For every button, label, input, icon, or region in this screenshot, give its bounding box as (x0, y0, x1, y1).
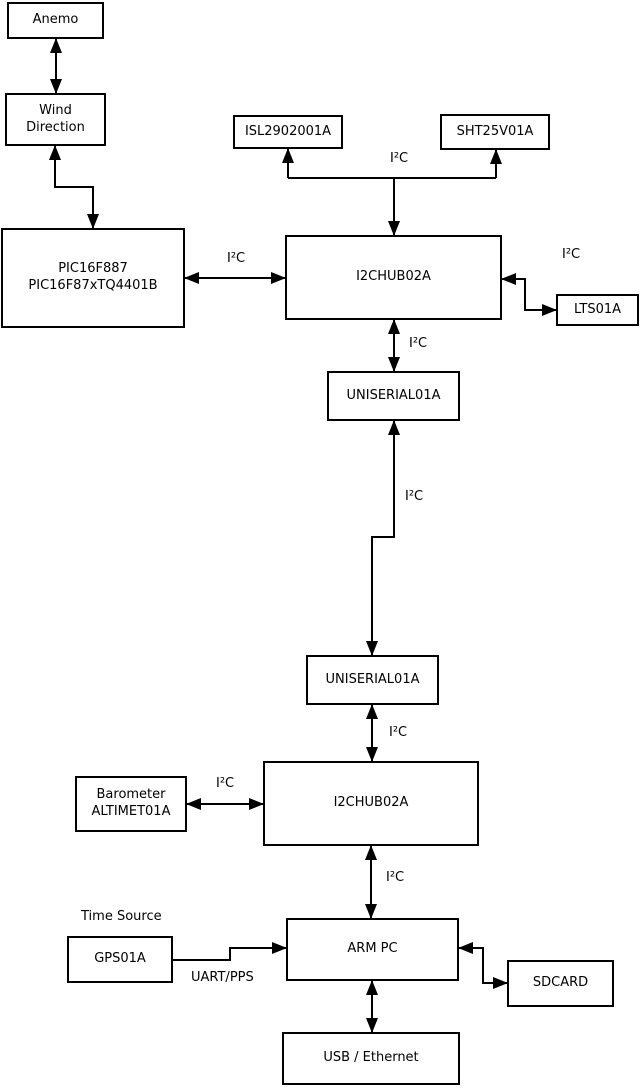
node-sdcard-label: SDCARD (532, 975, 589, 991)
edge-wind-pic (49, 145, 99, 229)
node-uniserial01a-lower-label: UNISERIAL01A (325, 671, 420, 687)
edge-hub1-lts (501, 273, 557, 316)
edge-label-i2c-pic-hub1: I²C (227, 251, 246, 266)
label-time-source: Time Source (81, 909, 162, 924)
edge-label-i2c-hub2-armpc: I²C (386, 870, 405, 885)
node-uniserial01a-upper: UNISERIAL01A (327, 371, 460, 421)
node-sdcard: SDCARD (507, 960, 614, 1007)
node-arm-pc: ARM PC (286, 918, 459, 981)
node-i2chub02a-lower: I2CHUB02A (263, 761, 479, 846)
node-i2chub02a-upper-label: I2CHUB02A (356, 269, 431, 285)
edge-label-i2c-hub1-uniserial1: I²C (409, 336, 428, 351)
edge-label-i2c-uniserial2-hub2: I²C (389, 725, 408, 740)
edge-label-i2c-hub1-lts: I²C (562, 247, 581, 262)
node-usb-ethernet-label: USB / Ethernet (323, 1050, 419, 1066)
edge-armpc-sdcard (458, 942, 508, 989)
node-isl2902001a-label: ISL2902001A (244, 123, 332, 139)
edge-label-i2c-uniserial-link: I²C (405, 489, 424, 504)
node-wind-direction: Wind Direction (5, 93, 106, 146)
node-arm-pc-label: ARM PC (347, 941, 398, 957)
node-uniserial01a-lower: UNISERIAL01A (306, 655, 439, 705)
node-anemo-label: Anemo (32, 12, 79, 28)
edge-label-i2c-sensor-branch: I²C (390, 151, 409, 166)
node-barometer-label-line1: Barometer (96, 787, 166, 803)
node-uniserial01a-upper-label: UNISERIAL01A (346, 387, 441, 403)
node-pic16f887-label-line1: PIC16F887 (58, 261, 128, 277)
node-barometer-altimet01a: Barometer ALTIMET01A (75, 776, 187, 832)
edge-gps-armpc (173, 942, 287, 961)
node-barometer-label-line2: ALTIMET01A (91, 804, 171, 819)
node-i2chub02a-upper: I2CHUB02A (285, 235, 502, 320)
node-pic16f887: PIC16F887 PIC16F87xTQ4401B (1, 228, 185, 328)
node-usb-ethernet: USB / Ethernet (282, 1032, 460, 1085)
edge-label-i2c-barometer-hub2: I²C (216, 776, 235, 791)
node-i2chub02a-lower-label: I2CHUB02A (333, 795, 409, 811)
node-lts01a: LTS01A (556, 294, 639, 326)
node-sht25v01a-label: SHT25V01A (456, 123, 534, 139)
node-sht25v01a: SHT25V01A (440, 114, 550, 150)
edge-label-uart-pps: UART/PPS (191, 970, 254, 985)
node-isl2902001a: ISL2902001A (233, 115, 343, 149)
node-wind-direction-label-line2: Direction (26, 119, 85, 135)
node-pic16f887-label-line2: PIC16F87xTQ4401B (28, 278, 158, 293)
edge-uniserial1-uniserial2 (366, 420, 400, 656)
node-lts01a-label: LTS01A (573, 301, 622, 317)
node-anemo: Anemo (7, 2, 104, 39)
node-gps01a: GPS01A (67, 936, 173, 983)
node-wind-direction-label-line1: Wind (39, 102, 72, 118)
node-gps01a-label: GPS01A (94, 951, 146, 967)
